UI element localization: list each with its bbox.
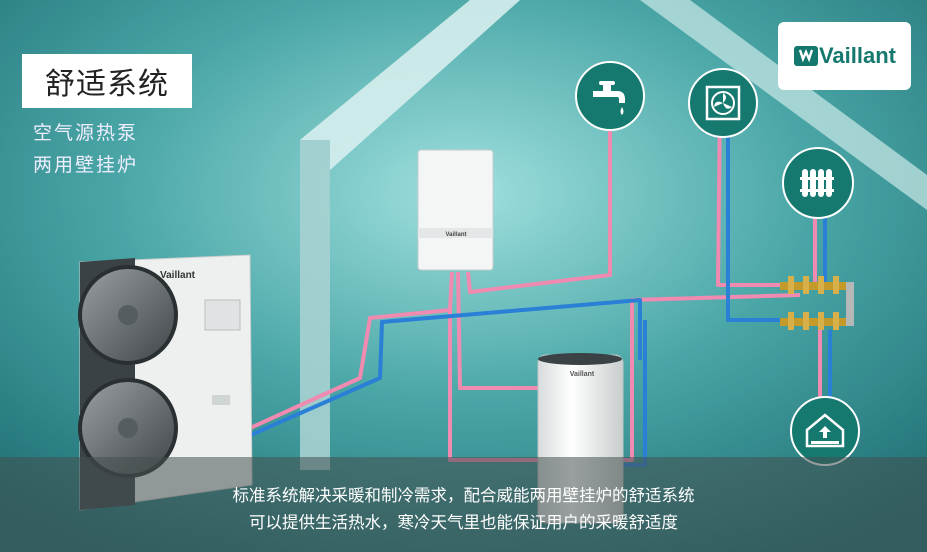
- floor-heating-manifold: [780, 276, 854, 330]
- brand-bunny-icon: [793, 46, 818, 66]
- subtitle-line-2: 两用壁挂炉: [33, 154, 139, 176]
- underfloor-heating-icon: [790, 396, 860, 466]
- radiator-icon: [782, 147, 854, 219]
- brand-logo: Vaillant: [778, 22, 911, 90]
- caption-bar: [0, 457, 927, 552]
- subtitle-line-1: 空气源热泵: [33, 122, 139, 144]
- faucet-icon: [575, 61, 645, 131]
- page-title: 舒适系统: [45, 67, 169, 102]
- house-outline: [300, 0, 927, 470]
- boiler-brand-label: Vaillant: [445, 232, 466, 238]
- caption-line-1: 标准系统解决采暖和制冷需求，配合威能两用壁挂炉的舒适系统: [232, 486, 695, 505]
- brand-name: Vaillant: [818, 43, 897, 68]
- caption-line-2: 可以提供生活热水，寒冷天气里也能保证用户的采暖舒适度: [249, 513, 678, 532]
- heat-pump-unit: Vaillant: [78, 254, 253, 511]
- ventilation-fan-icon: [688, 68, 758, 138]
- tank-brand-label: Vaillant: [570, 371, 595, 378]
- heat-pump-brand-label: Vaillant: [160, 270, 196, 281]
- title-box: 舒适系统: [22, 54, 192, 108]
- wall-boiler: Vaillant: [417, 149, 494, 271]
